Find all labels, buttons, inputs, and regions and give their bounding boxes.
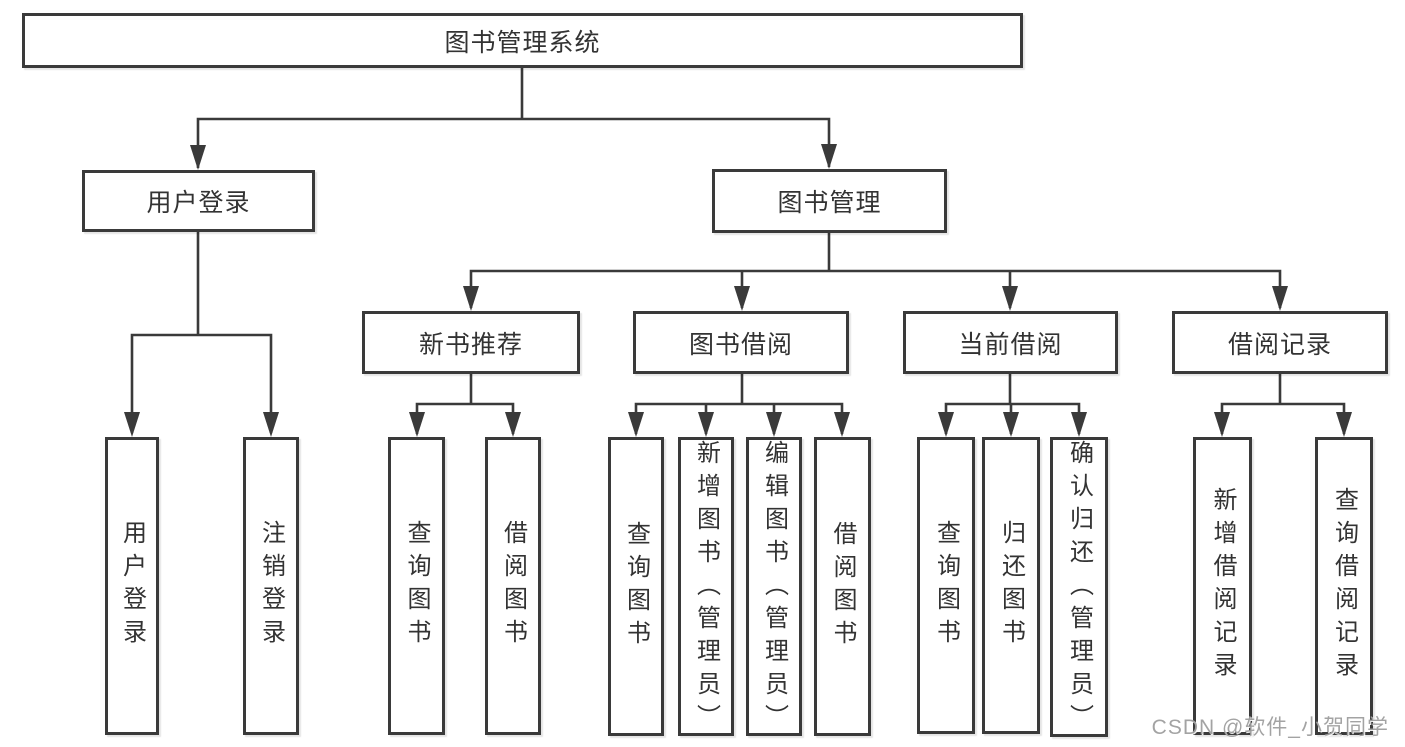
arrowhead-icon (1272, 286, 1288, 311)
connector-line (634, 374, 844, 434)
node-label: 查询借阅记录 (1330, 487, 1358, 685)
node-label: 查询图书 (622, 520, 650, 653)
node-label: 借阅记录 (1227, 330, 1332, 359)
node-leaf-borrow-book-2: 借阅图书 (814, 437, 871, 736)
node-leaf-borrow-book-1: 借阅图书 (485, 437, 541, 735)
connector-line (469, 233, 1282, 308)
connector-line (196, 68, 831, 168)
arrowhead-icon (821, 144, 837, 169)
arrowhead-icon (698, 412, 714, 437)
node-label: 查询图书 (403, 520, 430, 652)
arrowhead-icon (766, 412, 782, 437)
node-new-book-recommend: 新书推荐 (362, 311, 580, 374)
node-leaf-user-login: 用户登录 (105, 437, 159, 735)
node-label: 新书推荐 (418, 330, 523, 359)
arrowhead-icon (463, 286, 479, 311)
node-label: 归还图书 (997, 519, 1025, 652)
node-current-borrow: 当前借阅 (903, 311, 1118, 374)
arrowhead-icon (124, 412, 140, 437)
node-label: 用户登录 (146, 189, 251, 217)
node-label: 借阅图书 (829, 520, 856, 653)
node-leaf-add-book: 新增图书（管理员） (678, 437, 734, 737)
node-borrow-record: 借阅记录 (1172, 311, 1388, 374)
connector-line (1220, 374, 1346, 434)
arrowhead-icon (263, 412, 279, 437)
node-root: 图书管理系统 (22, 13, 1023, 68)
arrowhead-icon (938, 412, 954, 437)
arrowhead-icon (1071, 412, 1087, 437)
node-label: 图书借阅 (688, 330, 793, 359)
node-user-login: 用户登录 (82, 170, 315, 232)
watermark-text: CSDN @软件_小贺同学 (1151, 716, 1389, 739)
node-label: 编辑图书（管理员） (760, 440, 788, 737)
node-label: 当前借阅 (958, 330, 1063, 359)
node-leaf-return-book: 归还图书 (982, 437, 1040, 734)
arrowhead-icon (1214, 412, 1230, 437)
node-leaf-add-borrow-record: 新增借阅记录 (1193, 437, 1252, 735)
node-leaf-confirm-return: 确认归还（管理员） (1050, 437, 1108, 737)
arrowhead-icon (1002, 286, 1018, 311)
connector-line (415, 374, 515, 434)
node-book-management: 图书管理 (712, 169, 947, 233)
node-label: 注销登录 (257, 520, 285, 652)
node-label: 查询图书 (932, 519, 960, 652)
arrowhead-icon (409, 412, 425, 437)
node-leaf-logout: 注销登录 (243, 437, 299, 735)
node-label: 确认归还（管理员） (1065, 440, 1093, 737)
arrowhead-icon (628, 412, 644, 437)
node-leaf-query-book-3: 查询图书 (917, 437, 975, 734)
arrowhead-icon (734, 286, 750, 311)
node-label: 新增借阅记录 (1209, 487, 1236, 685)
arrowhead-icon (1336, 412, 1352, 437)
arrowhead-icon (834, 412, 850, 437)
node-label: 借阅图书 (499, 520, 527, 652)
arrowhead-icon (190, 145, 206, 170)
arrowhead-icon (1003, 412, 1019, 437)
node-leaf-query-book-1: 查询图书 (388, 437, 445, 735)
node-label: 用户登录 (118, 520, 146, 652)
arrowhead-icon (505, 412, 521, 437)
node-leaf-edit-book: 编辑图书（管理员） (746, 437, 802, 737)
node-leaf-query-borrow-record: 查询借阅记录 (1315, 437, 1373, 735)
connector-line (130, 232, 273, 433)
node-label: 新增图书（管理员） (692, 440, 720, 737)
node-leaf-query-book-2: 查询图书 (608, 437, 664, 736)
node-label: 图书管理 (777, 189, 882, 217)
node-label: 图书管理系统 (444, 28, 601, 57)
node-book-borrow: 图书借阅 (633, 311, 849, 374)
